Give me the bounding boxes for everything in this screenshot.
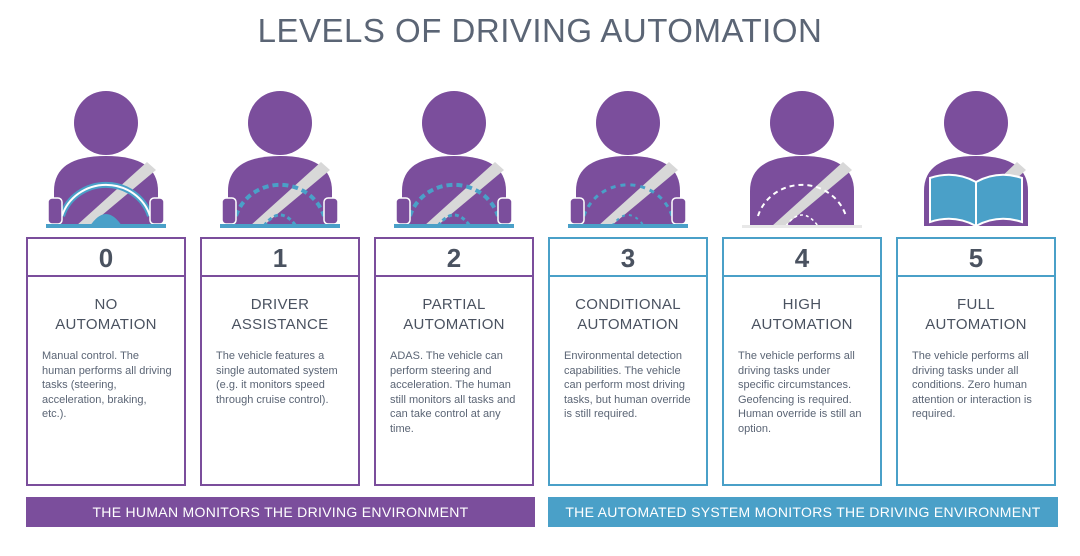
page-title: LEVELS OF DRIVING AUTOMATION xyxy=(257,12,823,49)
level-number: 2 xyxy=(376,239,532,277)
level-description: Environmental detection capabilities. Th… xyxy=(564,350,691,420)
reading-book-icon xyxy=(896,86,1056,228)
human-monitors-banner: THE HUMAN MONITORS THE DRIVING ENVIRONME… xyxy=(26,497,535,527)
dashed-wheel-hands-icon xyxy=(374,86,534,228)
level-number: 1 xyxy=(202,239,358,277)
level-number: 0 xyxy=(28,239,184,277)
level-description: ADAS. The vehicle can perform steering a… xyxy=(390,350,516,435)
level-description: The vehicle features a single automated … xyxy=(216,350,338,406)
level-description: The vehicle performs all driving tasks u… xyxy=(912,350,1032,420)
steering-wheel-hands-icon xyxy=(26,86,186,228)
level-number: 4 xyxy=(724,239,880,277)
level-description: The vehicle performs all driving tasks u… xyxy=(738,350,862,435)
dashed-wheel-hands-icon xyxy=(548,86,708,228)
level-number: 3 xyxy=(550,239,706,277)
dashed-wheel-hands-icon xyxy=(200,86,360,228)
level-number: 5 xyxy=(898,239,1054,277)
faint-wheel-icon xyxy=(722,86,882,228)
system-monitors-banner: THE AUTOMATED SYSTEM MONITORS THE DRIVIN… xyxy=(548,497,1058,527)
level-description: Manual control. The human performs all d… xyxy=(42,350,172,420)
